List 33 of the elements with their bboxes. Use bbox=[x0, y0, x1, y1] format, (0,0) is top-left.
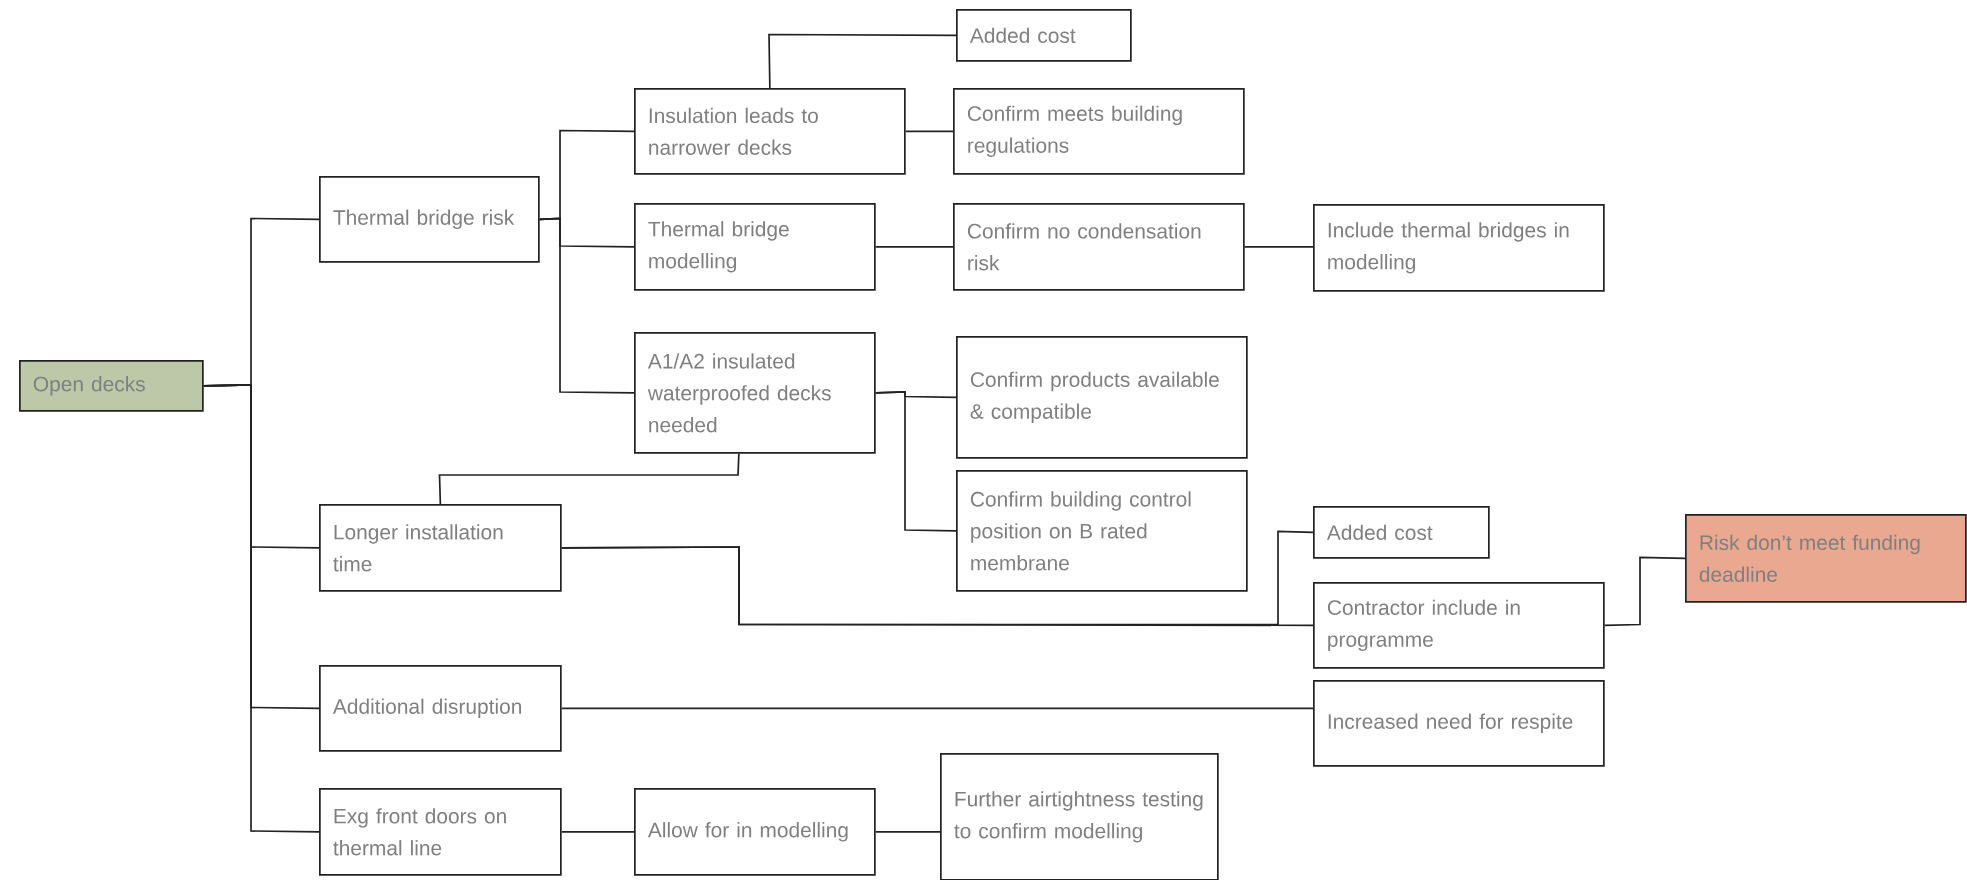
connector-line bbox=[874, 391, 957, 532]
connector-line bbox=[1603, 556, 1686, 627]
text-box: Additional disruption bbox=[319, 665, 562, 752]
connector-line bbox=[560, 707, 1314, 710]
connector-line bbox=[202, 384, 320, 833]
text-box: Further airtightness testing to confirm modelling bbox=[940, 753, 1219, 880]
connector-line bbox=[438, 452, 740, 505]
text-box: Open decks bbox=[19, 360, 204, 412]
text-box: Thermal bridge modelling bbox=[634, 203, 876, 291]
text-box: Added cost bbox=[1313, 506, 1490, 559]
text-box: A1/A2 insulated waterproofed decks needed bbox=[634, 332, 876, 454]
text-box: Added cost bbox=[956, 9, 1132, 62]
text-box: Exg front doors on thermal line bbox=[319, 788, 562, 876]
text-box: Include thermal bridges in modelling bbox=[1313, 204, 1605, 292]
connector-line bbox=[768, 33, 957, 89]
connector-line bbox=[560, 831, 635, 833]
connector-line bbox=[560, 546, 1314, 627]
text-box: Longer installation time bbox=[319, 504, 562, 592]
text-box: Allow for in modelling bbox=[634, 788, 876, 876]
text-box: Confirm meets building regulations bbox=[953, 88, 1245, 175]
connector-line bbox=[538, 217, 635, 394]
text-box: Confirm products available & compatible bbox=[956, 336, 1248, 459]
connector-line bbox=[904, 130, 954, 133]
connector-line bbox=[874, 831, 941, 833]
text-box: Thermal bridge risk bbox=[319, 176, 540, 263]
text-box: Risk don’t meet funding deadline bbox=[1685, 514, 1967, 603]
text-box: Confirm no condensation risk bbox=[953, 203, 1245, 291]
text-box: Increased need for respite bbox=[1313, 680, 1605, 767]
text-box: Contractor include in programme bbox=[1313, 582, 1605, 669]
text-box: Insulation leads to narrower decks bbox=[634, 88, 906, 175]
connector-line bbox=[1243, 246, 1314, 248]
connector-line bbox=[874, 246, 954, 248]
text-box: Confirm building control position on B rated membrane bbox=[956, 470, 1248, 592]
